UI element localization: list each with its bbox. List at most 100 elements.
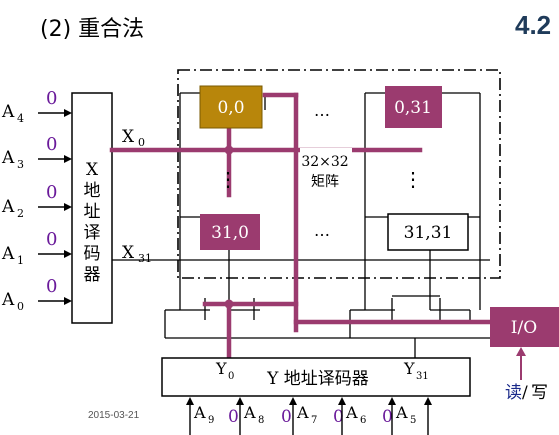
y-decoder-label: Y 地址译码器 (266, 369, 369, 389)
v-ellipsis: ⋮ (218, 167, 238, 191)
input-sub: 0 (17, 300, 24, 313)
y31-label: Y (403, 359, 415, 378)
input-name: A (296, 403, 309, 422)
x31-sub: 31 (138, 252, 152, 265)
arrow-head (186, 397, 194, 405)
input-bit: 0 (46, 134, 57, 155)
h-ellipsis: … (314, 221, 330, 240)
y0-label: Y (215, 359, 227, 378)
input-name: A (395, 403, 408, 422)
input-name: A (345, 403, 358, 422)
cell-0-31 (385, 86, 442, 128)
matrix-size: 32×32 (301, 154, 348, 170)
section-number: 4.2 (515, 10, 551, 40)
rw-arrow-head (516, 347, 526, 356)
write-label: 写 (531, 383, 548, 403)
matrix-word: 矩阵 (311, 174, 339, 190)
input-bit: 0 (281, 407, 292, 427)
input-bit: 0 (382, 407, 393, 427)
x-decoder-char: 译 (84, 223, 101, 243)
cell-label: 31,31 (404, 223, 453, 243)
y0-sub: 0 (228, 371, 234, 382)
y-address-inputs: A 9 0 A 8 0 A 7 0 A 6 0 A (186, 397, 432, 435)
input-sub: 5 (410, 415, 416, 426)
input-name: A (1, 290, 15, 310)
rw-separator: / (522, 383, 528, 403)
io-box (490, 307, 559, 347)
slide-date: 2015-03-21 (88, 410, 140, 421)
matrix-boundary (177, 69, 501, 279)
input-bit: 0 (46, 229, 57, 250)
input-a6: A 6 0 (338, 397, 393, 435)
input-sub: 1 (17, 254, 24, 267)
input-name: A (1, 244, 15, 264)
cell-31-31 (387, 213, 469, 251)
input-bit: 0 (46, 182, 57, 203)
column-switches (164, 295, 490, 358)
cell-0-0-selected (199, 85, 263, 129)
input-name: A (1, 102, 15, 122)
arrow-head (64, 297, 72, 305)
h-ellipsis: … (314, 101, 330, 120)
input-a3: A 3 0 (1, 134, 72, 171)
cell-31-0 (200, 214, 260, 250)
selected-paths (109, 92, 493, 361)
input-bit: 0 (46, 276, 57, 297)
arrow-head (388, 397, 396, 405)
arrow-head (64, 155, 72, 163)
arrow-head (236, 397, 244, 405)
x0-sub: 0 (138, 136, 145, 149)
arrow-head (64, 250, 72, 258)
input-a7: A 7 0 (289, 397, 344, 435)
input-a8: A 8 0 (236, 397, 292, 435)
x-decoder-char: 器 (84, 265, 101, 285)
input-sub: 9 (208, 415, 214, 426)
input-a5: A 5 (388, 397, 432, 435)
arrow-head (64, 109, 72, 117)
input-sub: 7 (311, 415, 317, 426)
read-label: 读 (505, 383, 522, 403)
x-decoder-char: X (86, 160, 99, 180)
input-bit: 0 (228, 407, 239, 427)
x-decoder-char: 地 (84, 181, 101, 201)
x0-label: X (122, 127, 135, 147)
input-a1: A 1 0 (1, 229, 72, 267)
arrow-head (64, 203, 72, 211)
junction-dot (224, 299, 234, 309)
x-decoder-char: 址 (84, 202, 101, 222)
input-a2: A 2 0 (1, 182, 72, 220)
input-sub: 8 (258, 415, 264, 426)
x31-label: X (122, 243, 135, 263)
cell-label: 31,0 (211, 223, 249, 243)
cell-label: 0,0 (217, 98, 244, 118)
x-decoder-char: 码 (84, 244, 101, 264)
junction-dot (224, 145, 234, 155)
input-name: A (243, 403, 256, 422)
io-label: I/O (511, 318, 537, 338)
input-bit: 0 (333, 407, 344, 427)
arrow-head (424, 397, 432, 405)
input-sub: 4 (17, 112, 24, 125)
input-a0: A 0 0 (1, 276, 72, 313)
x-decoder-label: X 地 址 译 码 器 (84, 160, 101, 285)
arrow-head (338, 397, 346, 405)
y-decoder-box (161, 357, 471, 397)
input-name: A (193, 403, 206, 422)
arrow-head (289, 397, 297, 405)
v-ellipsis: ⋮ (403, 167, 423, 191)
page-title: (2) 重合法 (40, 17, 144, 42)
input-name: A (1, 197, 15, 217)
input-sub: 3 (17, 158, 24, 171)
input-sub: 6 (360, 415, 366, 426)
input-a9: A 9 0 (186, 397, 239, 435)
input-a4: A 4 0 (1, 88, 72, 125)
input-bit: 0 (46, 88, 57, 109)
input-name: A (1, 148, 15, 168)
cell-label: 0,31 (394, 98, 432, 118)
matrix-label-bg (300, 148, 352, 194)
x-address-inputs: A 4 0 A 3 0 A 2 0 A 1 0 A (1, 88, 72, 313)
y31-sub: 31 (416, 371, 429, 382)
x-decoder-box (71, 92, 113, 324)
